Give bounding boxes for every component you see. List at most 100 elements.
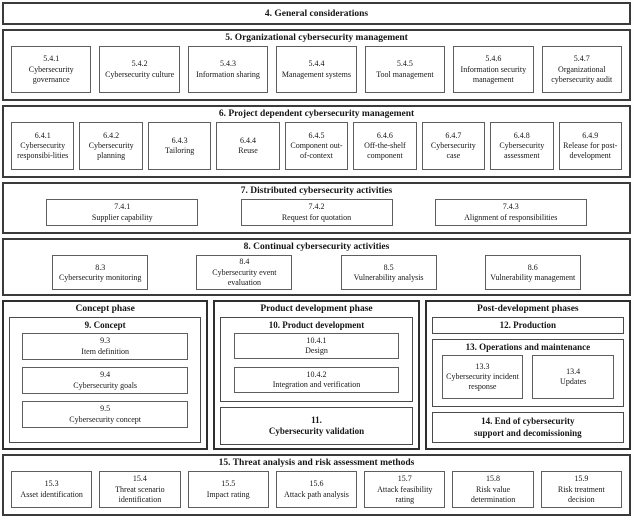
product-development-phase-panel: Product development phase 10. Product de… [213, 300, 420, 450]
post-development-phase-panel: Post-development phases 12. Production 1… [424, 300, 631, 450]
clause-label: Cybersecurity assessment [499, 141, 545, 161]
clause-label: Cybersecurity culture [105, 69, 175, 79]
clause-label: Organizational cybersecurity audit [551, 64, 613, 84]
clause-label: Item definition [81, 346, 130, 356]
group-title: 10. Product development [268, 320, 365, 331]
clause-label: Reuse [238, 146, 258, 156]
clause-number: 8.3 [95, 262, 106, 272]
clause-number: 5.4.6 [485, 54, 502, 64]
phase-title: Product development phase [260, 304, 373, 314]
clause-number: 6.4.6 [376, 130, 393, 140]
clause-label: Cybersecurity responsibi-lities [17, 141, 69, 161]
phase-title: Post-development phases [477, 304, 579, 314]
clause-label: Updates [560, 377, 587, 387]
clause-number: 10.4.2 [306, 369, 327, 379]
clause-label: Vulnerability management [490, 272, 576, 282]
clause-label: Design [305, 346, 328, 356]
clause-number: 6.4.9 [582, 130, 599, 140]
clause-number: 6.4.3 [171, 135, 188, 145]
clause-label: Impact rating [206, 489, 250, 499]
clause-label: Tailoring [164, 146, 195, 156]
clause-label: Cybersecurity case [430, 141, 476, 161]
clause-number: 6.4.2 [103, 130, 120, 140]
clause-number: 15.9 [574, 474, 589, 484]
clause-label: Cybersecurity monitoring [58, 272, 142, 282]
general-considerations-box: 4. General considerations [2, 2, 631, 25]
clause-label: Off-the-shelf component [364, 141, 406, 161]
clause-number: 6.4.4 [240, 135, 257, 145]
clause-label-line2: support and decomissioning [474, 427, 582, 438]
clause-number: 8.5 [383, 262, 394, 272]
clause-number: 15.5 [221, 479, 236, 489]
clause-number: 11. [311, 414, 322, 425]
clause-number: 9.4 [100, 370, 111, 380]
clause-label: Cybersecurity concept [69, 414, 142, 424]
clause-label: Attack feasibility rating [377, 484, 433, 504]
clause-number: 5.4.4 [308, 59, 325, 69]
clause-number: 8.6 [527, 262, 538, 272]
section-organizational-management: 5. Organizational cybersecurity manageme… [2, 29, 631, 101]
section-title: 6. Project dependent cybersecurity manag… [218, 109, 415, 119]
section-continual-activities: 8. Continual cybersecurity activities 8.… [2, 238, 631, 296]
clause-number: 15.7 [397, 474, 412, 484]
clause-number: 6.4.8 [513, 130, 530, 140]
clause-label: Management systems [281, 69, 352, 79]
clause-label: Request for quotation [281, 212, 352, 222]
clause-number: 5.4.5 [396, 59, 413, 69]
clause-label: Cybersecurity event evaluation [212, 267, 277, 287]
clause-label: Information security management [460, 64, 527, 84]
clause-label: Cybersecurity incident response [446, 371, 519, 392]
clause-number: 6.4.7 [445, 130, 462, 140]
section-project-dependent-management: 6. Project dependent cybersecurity manag… [2, 105, 631, 178]
group-title: 9. Concept [84, 320, 126, 331]
section-title: 5. Organizational cybersecurity manageme… [225, 33, 408, 43]
clause-number: 7.4.2 [308, 202, 325, 212]
section-distributed-activities: 7. Distributed cybersecurity activities … [2, 182, 631, 234]
clause-number: 15.8 [486, 474, 501, 484]
clause-number: 5.4.2 [131, 59, 148, 69]
clause-label: Vulnerability analysis [353, 272, 424, 282]
clause-label: Risk treatment decision [557, 484, 605, 504]
clause-number: 6.4.1 [34, 130, 51, 140]
phase-title: Concept phase [75, 304, 135, 314]
clause-label: Cybersecurity governance [28, 64, 74, 84]
clause-label: Tool management [376, 69, 434, 79]
